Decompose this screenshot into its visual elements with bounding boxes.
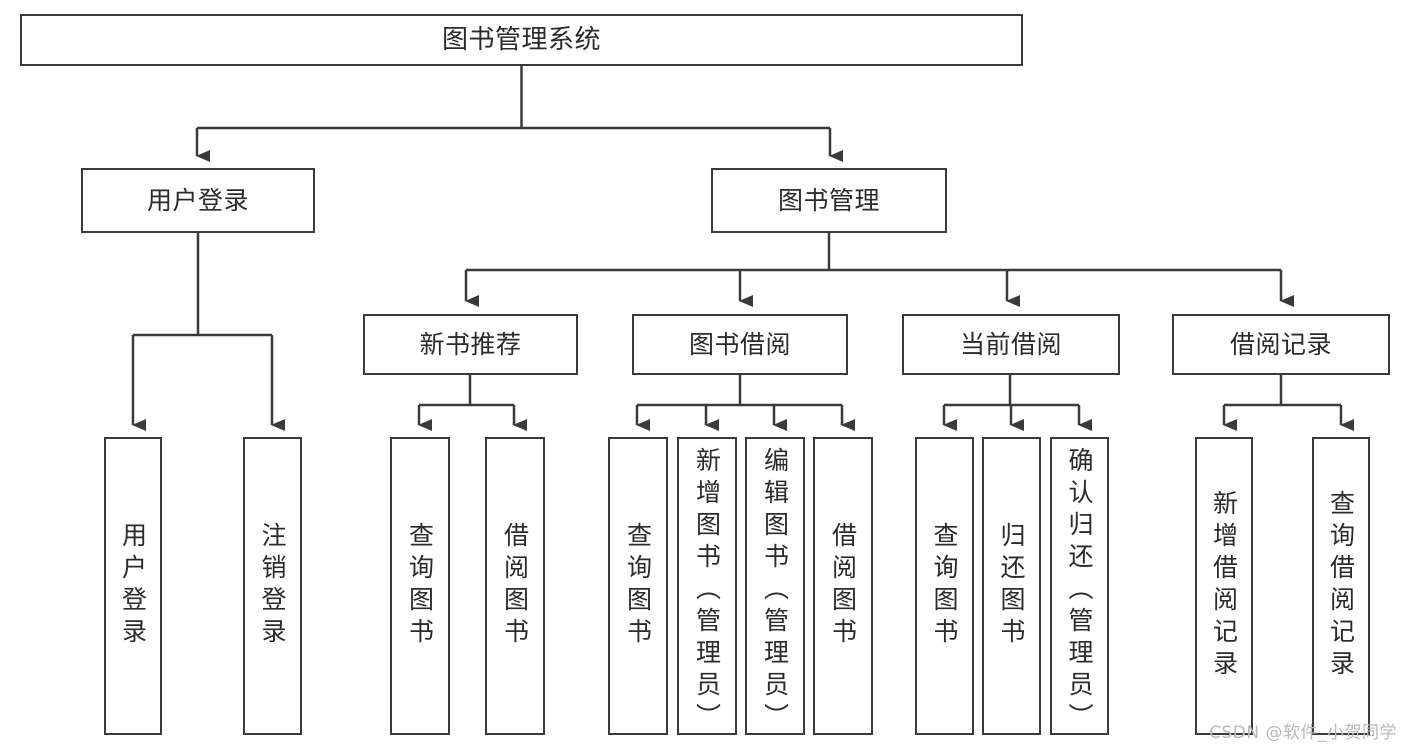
node-leaf-user-login-label: 用户登录: [118, 522, 148, 650]
node-borrow-record[interactable]: 借阅记录: [1172, 314, 1390, 375]
node-leaf-borrow-book-1-label: 借阅图书: [500, 522, 530, 650]
node-leaf-query-record-label: 查询借阅记录: [1326, 490, 1356, 682]
node-leaf-add-book-label: 新增图书（管理员）: [692, 447, 722, 735]
node-book-manage[interactable]: 图书管理: [711, 168, 947, 233]
node-leaf-borrow-book-1[interactable]: 借阅图书: [485, 437, 545, 735]
node-leaf-query-book-3[interactable]: 查询图书: [915, 437, 974, 735]
node-leaf-user-login[interactable]: 用户登录: [104, 437, 162, 735]
node-new-book-rec-label: 新书推荐: [419, 329, 522, 359]
node-book-borrow-label: 图书借阅: [688, 329, 791, 359]
node-leaf-confirm-return-label: 确认归还（管理员）: [1065, 447, 1094, 735]
node-leaf-logout[interactable]: 注销登录: [243, 437, 302, 735]
node-leaf-borrow-book-2[interactable]: 借阅图书: [813, 437, 873, 735]
node-borrow-record-label: 借阅记录: [1229, 329, 1332, 359]
node-current-borrow-label: 当前借阅: [959, 329, 1062, 359]
node-leaf-confirm-return[interactable]: 确认归还（管理员）: [1050, 437, 1109, 735]
node-leaf-query-book-3-label: 查询图书: [930, 522, 959, 650]
node-leaf-query-book-1[interactable]: 查询图书: [390, 437, 450, 735]
node-leaf-query-record[interactable]: 查询借阅记录: [1312, 437, 1370, 735]
node-user-login-label: 用户登录: [146, 185, 249, 215]
node-new-book-rec[interactable]: 新书推荐: [363, 314, 578, 375]
node-leaf-return-book[interactable]: 归还图书: [982, 437, 1041, 735]
node-root[interactable]: 图书管理系统: [20, 14, 1023, 66]
node-leaf-logout-label: 注销登录: [258, 522, 287, 650]
node-leaf-add-book[interactable]: 新增图书（管理员）: [677, 437, 737, 735]
node-user-login[interactable]: 用户登录: [81, 168, 315, 233]
node-leaf-add-record-label: 新增借阅记录: [1209, 490, 1239, 682]
node-book-borrow[interactable]: 图书借阅: [632, 314, 848, 375]
node-leaf-return-book-label: 归还图书: [997, 522, 1026, 650]
node-leaf-query-book-2-label: 查询图书: [623, 522, 653, 650]
node-root-label: 图书管理系统: [441, 24, 601, 55]
node-book-manage-label: 图书管理: [777, 185, 880, 215]
node-leaf-query-book-1-label: 查询图书: [405, 522, 435, 650]
watermark-text: CSDN @软件_小贺同学: [1209, 723, 1397, 743]
node-current-borrow[interactable]: 当前借阅: [902, 314, 1120, 375]
node-leaf-add-record[interactable]: 新增借阅记录: [1195, 437, 1253, 735]
node-leaf-query-book-2[interactable]: 查询图书: [608, 437, 668, 735]
node-leaf-edit-book[interactable]: 编辑图书（管理员）: [745, 437, 805, 735]
node-leaf-borrow-book-2-label: 借阅图书: [828, 522, 858, 650]
node-leaf-edit-book-label: 编辑图书（管理员）: [760, 447, 790, 735]
